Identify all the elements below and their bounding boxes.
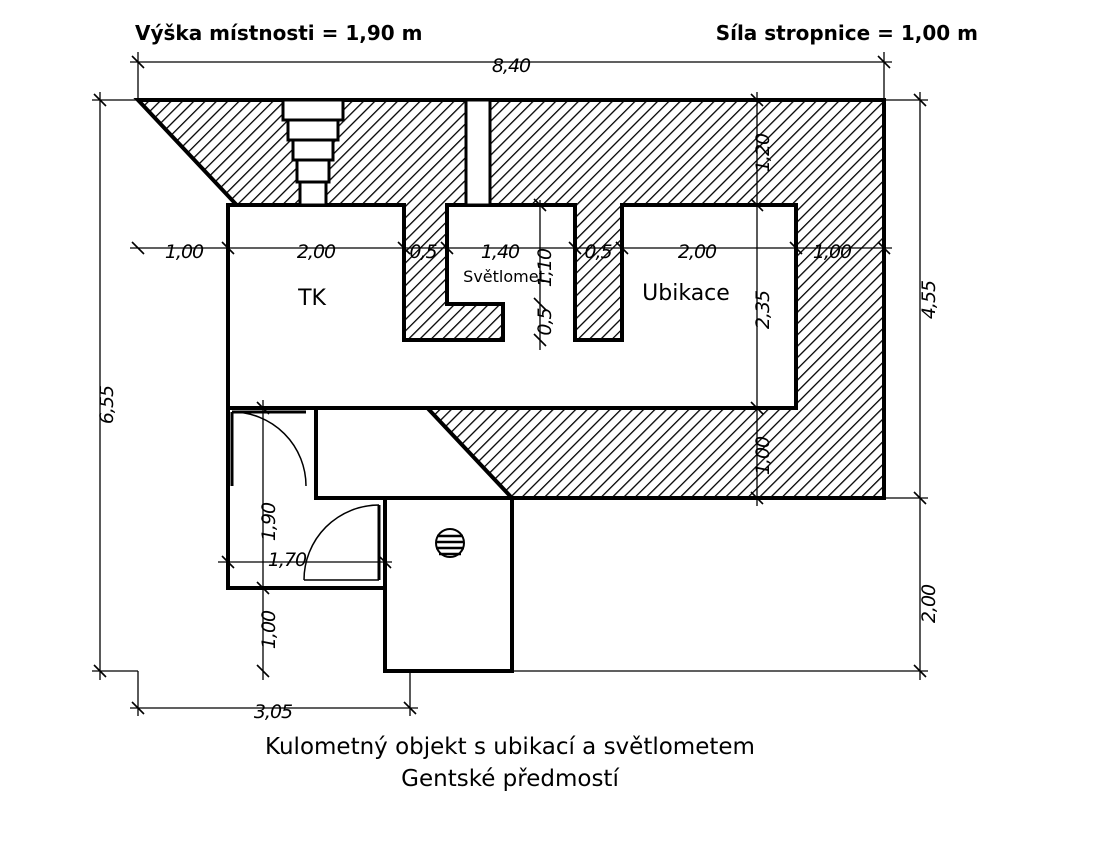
dim-niche-b: 0,5 xyxy=(534,307,556,335)
dim-niche-a: 1,10 xyxy=(534,248,556,287)
dim-partition-left: 0,5 xyxy=(409,241,437,263)
dim-corridor-width: 1,70 xyxy=(268,549,307,571)
dimension-lines xyxy=(92,52,928,716)
dim-room-depth: 2,35 xyxy=(752,290,774,329)
dim-wall-left: 1,00 xyxy=(165,241,204,263)
main-room-interior xyxy=(226,203,798,410)
dim-right-bottom: 2,00 xyxy=(918,584,940,623)
ventilation-shaft xyxy=(464,98,492,207)
dim-mid-wall: 1,00 xyxy=(752,436,774,475)
caption-line-2: Gentské předmostí xyxy=(401,766,619,792)
dim-light-width: 1,40 xyxy=(481,241,520,263)
door-upper xyxy=(230,410,307,487)
hatch-opening-icon xyxy=(435,528,465,558)
room-height-label: Výška místnosti = 1,90 m xyxy=(135,21,422,45)
embrasure xyxy=(281,98,345,207)
dim-partition-right: 0,5 xyxy=(584,241,612,263)
dim-right-height: 4,55 xyxy=(918,280,940,319)
ceiling-thickness-label: Síla stropnice = 1,00 m xyxy=(716,21,978,45)
dim-quarters-width: 2,00 xyxy=(678,241,717,263)
dim-bottom-width: 3,05 xyxy=(254,701,293,723)
caption-line-1: Kulometný objekt s ubikací a světlometem xyxy=(265,734,755,760)
dim-bottom-wall: 1,00 xyxy=(258,610,280,649)
dim-total-height: 6,55 xyxy=(96,385,118,424)
room-label-tk: TK xyxy=(297,286,326,311)
dim-top-wall: 1,20 xyxy=(752,133,774,172)
room-label-quarters: Ubikace xyxy=(642,281,730,306)
dim-total-width: 8,40 xyxy=(492,55,531,77)
dim-corridor-height: 1,90 xyxy=(258,502,280,541)
dim-tk-width: 2,00 xyxy=(297,241,336,263)
door-lower xyxy=(303,504,381,581)
dim-wall-right: 1,00 xyxy=(813,241,852,263)
entrance-shaft xyxy=(383,496,514,673)
room-label-searchlight: Světlomet xyxy=(463,267,545,286)
